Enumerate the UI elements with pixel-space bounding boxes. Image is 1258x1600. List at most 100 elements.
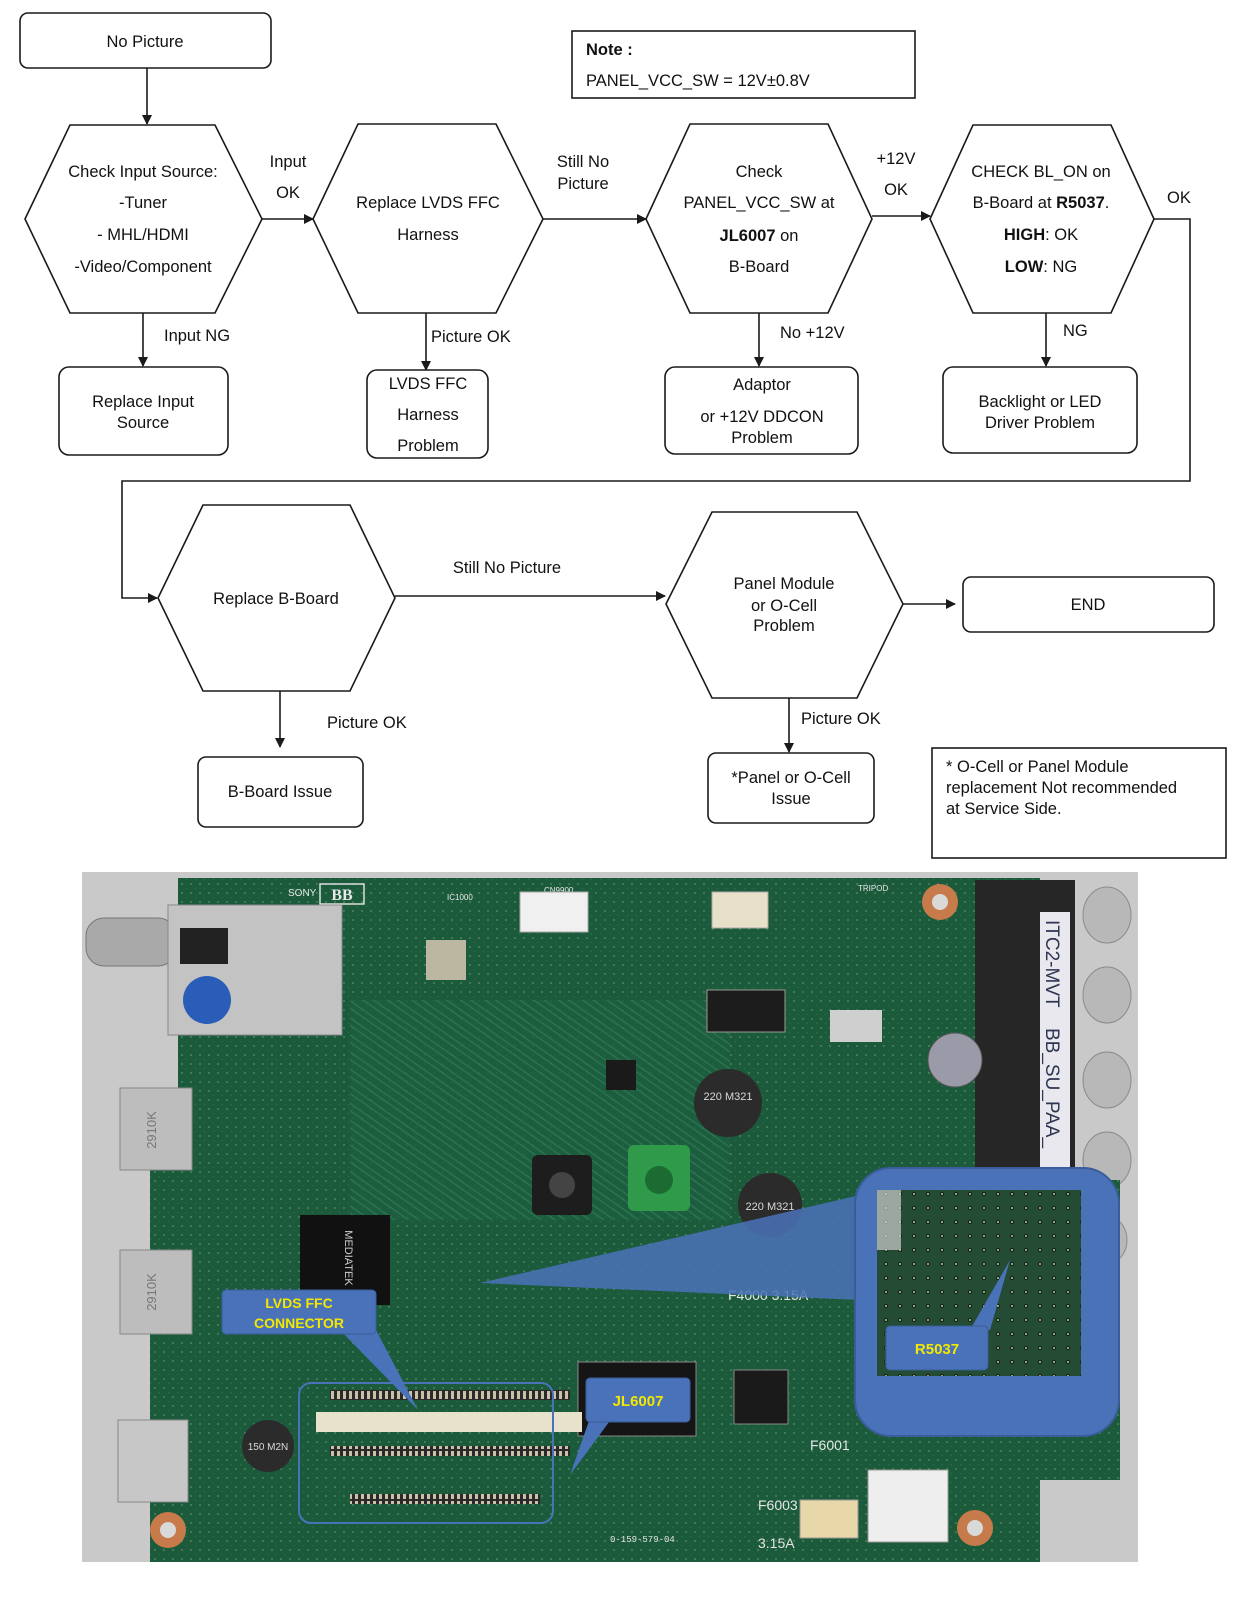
bboard-issue-label: B-Board Issue [228,783,333,801]
check-bl-line4: LOW: NG [1005,258,1077,276]
silk-tripod: TRIPOD [858,884,888,893]
silk-bb-box [319,883,365,905]
r5037-callout [885,1325,989,1371]
start-label: No Picture [106,33,183,51]
lvds-problem-line3: Problem [397,437,458,455]
silk-cn9900: CN9900 [544,886,574,895]
still-no-pic1-line1: Still No [557,153,609,171]
replace-input-line2: Source [117,414,169,432]
note-text: PANEL_VCC_SW = 12V±0.8V [586,72,810,90]
inductor-1 [694,1069,762,1137]
top-connector [519,891,589,933]
picture-ok-3-label: Picture OK [801,710,881,728]
plus12-ok-line1: +12V [877,150,916,168]
check-vcc-line4: B-Board [729,258,790,276]
rf-connector [85,917,177,967]
silk-partno: 0-159-579-04 [610,1535,675,1545]
panel-module-line1: Panel Module [734,575,835,593]
check-bl-r5037: R5037 [1056,194,1105,212]
adaptor-line2: or +12V DDCON [700,408,823,426]
ic-9502 [706,989,786,1033]
replace-input-box [58,366,229,456]
lvds-problem-line1: LVDS FFC [389,375,468,393]
adaptor-line1: Adaptor [733,376,791,394]
panel-issue-line1: *Panel or O-Cell [731,769,850,787]
lvds-callout-tail [340,1330,418,1410]
note-title: Note : [586,41,633,59]
zoom-beam [480,1195,860,1300]
picture-ok-2-label: Picture OK [327,714,407,732]
jl6007-callout-tail [570,1418,612,1475]
backlight-box [942,366,1138,454]
replace-lvds-line1: Replace LVDS FFC [356,194,500,212]
inductor-3 [242,1420,294,1472]
check-bl-dot: . [1105,194,1110,212]
silk-sony: SONY [288,888,317,899]
lvds-callout-line2: CONNECTOR [254,1315,344,1331]
blue-sticker [183,976,231,1024]
check-bl-line1: CHECK BL_ON on [971,163,1110,181]
jl6007-callout [585,1377,691,1423]
board-photo: ITC2-MVT BB_SU_PAA_ SONY BB IC1000 CN990… [82,872,1138,1562]
check-bl-low: LOW [1005,258,1044,276]
sticker-text-1: ITC2-MVT [1041,920,1062,1008]
end-label: END [1071,596,1106,614]
check-bl-high-ok: : OK [1045,226,1078,244]
no-12v-label: No +12V [780,324,845,342]
silk-mediatek: MEDIATEK [342,1230,354,1286]
ic-grid [426,940,466,980]
ok-label: OK [1167,189,1191,207]
check-input-line1: Check Input Source: [68,163,218,181]
silk-ic1000: IC1000 [447,893,473,902]
lvds-ffc-connector [316,1412,582,1432]
check-vcc-hex [645,123,873,314]
hdmi-port-1 [119,1087,193,1171]
sticker-text-2: BB_SU_PAA_ [1041,1028,1062,1148]
input-ok-label2: OK [276,184,300,202]
adaptor-line3: Problem [731,429,792,447]
capacitor [927,1032,983,1088]
check-bl-high: HIGH [1004,226,1045,244]
silk-bb: BB [331,887,353,904]
lvds-problem-line2: Harness [397,406,458,424]
label-sticker [1040,912,1070,1172]
silk-f6003: F6003 [758,1497,798,1513]
check-bl-low-ng: : NG [1043,258,1077,276]
silk-fuse: 3.15A [758,1535,795,1551]
check-bl-line3: HIGH: OK [1004,226,1078,244]
r5037-callout-tail [970,1260,1010,1330]
white-connector [711,891,769,929]
still-no-pic1-line2: Picture [557,175,608,193]
hdmi-port-2 [119,1249,193,1335]
silk-hdmi1: 2910K [144,1111,159,1149]
check-input-line3: - MHL/HDMI [97,226,189,244]
bottom-connector-1 [799,1499,859,1539]
start-box [19,12,272,69]
replace-input-line1: Replace Input [92,393,194,411]
footnote-line3: at Service Side. [946,800,1062,818]
silk-f6001: F6001 [810,1437,850,1453]
footnote-line2: replacement Not recommended [946,779,1177,797]
panel-issue-line2: Issue [771,790,810,808]
check-bl-hex [929,124,1155,314]
ng-label: NG [1063,322,1088,340]
flowchart: No Picture Note : PANEL_VCC_SW = 12V±0.8… [19,12,1227,859]
backlight-line2: Driver Problem [985,414,1095,432]
replace-lvds-hex [312,123,544,314]
lvds-pins-top [330,1390,570,1400]
replace-bboard-hex [157,504,396,692]
ic-small [606,1060,636,1090]
silk-m321-b: 220 M321 [746,1201,795,1213]
ic-qfp-2 [733,1369,789,1425]
check-vcc-line2: PANEL_VCC_SW at [684,194,835,212]
check-input-line4: -Video/Component [74,258,212,276]
replace-lvds-line2: Harness [397,226,458,244]
footnote-box [931,747,1227,859]
lvds-problem-box [366,369,489,459]
replace-bboard-label: Replace B-Board [213,590,339,608]
check-bl-line2: B-Board at R5037. [973,194,1110,212]
picture-ok-1-label: Picture OK [431,328,511,346]
lvds-highlight-box [298,1382,554,1524]
input-ng-label: Input NG [164,327,230,345]
adaptor-box [664,366,859,455]
